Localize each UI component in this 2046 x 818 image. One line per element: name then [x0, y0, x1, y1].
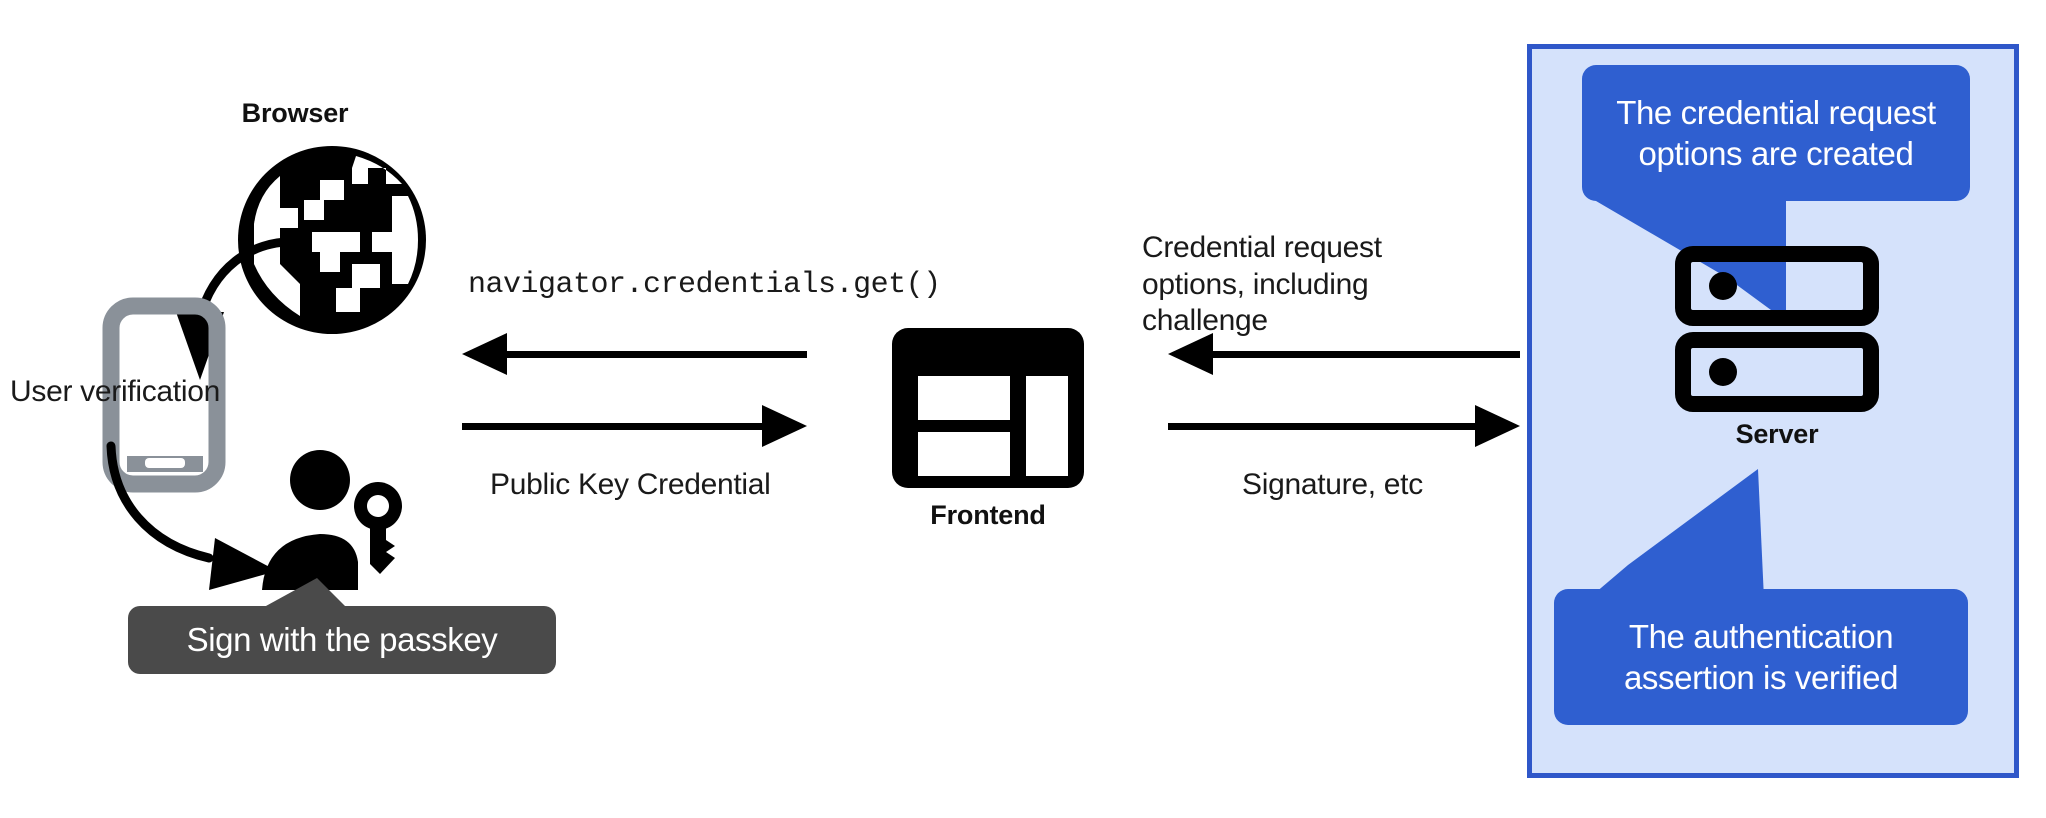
- browser-response-arrow-right: [462, 405, 807, 449]
- mobile-phone-icon: [102, 297, 226, 493]
- server-label: Server: [1735, 419, 1819, 449]
- assertion-callout: The authentication assertion is verified: [1554, 589, 1968, 725]
- server-request-arrow-left: [1168, 333, 1520, 377]
- globe-icon: [232, 140, 432, 340]
- navigator-credentials-get-label: navigator.credentials.get(): [468, 268, 941, 302]
- server-response-arrow-right: [1168, 405, 1520, 449]
- credential-options-callout-text: The credential request options are creat…: [1616, 93, 1936, 172]
- browser-label: Browser: [241, 98, 349, 128]
- passkey-tooltip-tail: [225, 578, 355, 618]
- assertion-callout-text: The authentication assertion is verified: [1623, 617, 1899, 696]
- credential-request-options-label: Credential request options, including ch…: [1142, 231, 1382, 338]
- assertion-callout-tail: [1588, 469, 1788, 599]
- passkey-tooltip: Sign with the passkey: [128, 606, 556, 674]
- user-verification-label: User verification: [10, 375, 220, 408]
- credential-options-callout: The credential request options are creat…: [1582, 65, 1970, 201]
- dashboard-layout-icon: [892, 328, 1084, 488]
- user-with-key-icon: [262, 440, 422, 600]
- browser-request-arrow-left: [462, 333, 807, 377]
- phone-to-user-arrow: [105, 440, 315, 590]
- server-rack-icon: [1675, 246, 1879, 412]
- signature-etc-label: Signature, etc: [1242, 468, 1423, 501]
- frontend-label: Frontend: [930, 500, 1046, 530]
- server-panel: The credential request options are creat…: [1527, 44, 2019, 778]
- credential-options-callout-tail: [1596, 195, 1796, 321]
- public-key-credential-label: Public Key Credential: [490, 468, 771, 501]
